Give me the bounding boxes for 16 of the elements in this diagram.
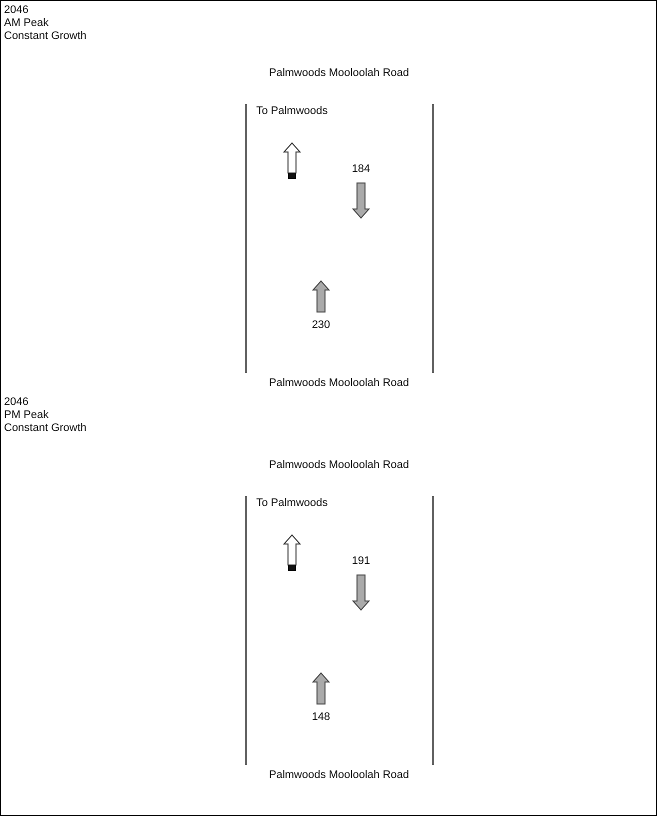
road-name: Palmwoods Mooloolah Road	[268, 769, 410, 782]
destination-label: To Palmwoods	[256, 105, 328, 118]
volume-label: 230	[310, 319, 332, 332]
road-name: Palmwoods Mooloolah Road	[268, 459, 410, 472]
volume-label: 184	[350, 163, 372, 176]
period-label: PM Peak	[4, 409, 50, 422]
scenario-label: Constant Growth	[4, 422, 88, 435]
year-label: 2046	[4, 4, 30, 17]
period-label: AM Peak	[4, 17, 50, 30]
destination-label: To Palmwoods	[256, 497, 328, 510]
volume-label: 148	[310, 711, 332, 724]
volume-label: 191	[350, 555, 372, 568]
year-label: 2046	[4, 396, 30, 409]
road-name: Palmwoods Mooloolah Road	[268, 377, 410, 390]
road-name: Palmwoods Mooloolah Road	[268, 67, 410, 80]
scenario-label: Constant Growth	[4, 30, 88, 43]
